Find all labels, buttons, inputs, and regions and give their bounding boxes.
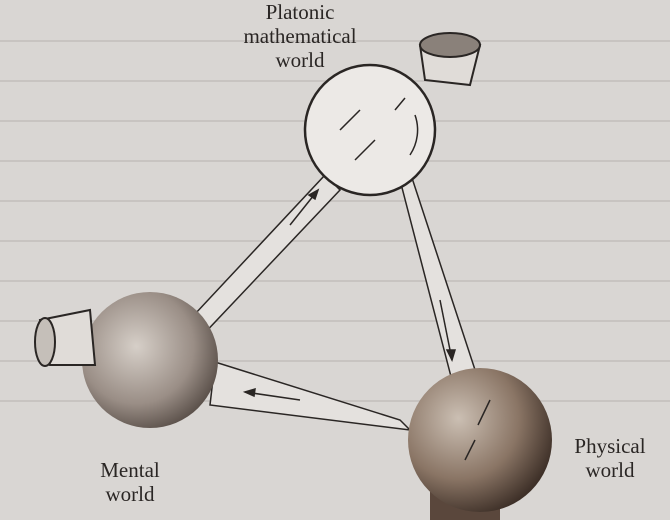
mental-world-sphere (34, 292, 218, 428)
cone-platonic-to-physical (399, 177, 481, 393)
label-line: world (585, 458, 635, 482)
label-line: mathematical (243, 24, 357, 48)
label-mental-world: Mental world (80, 458, 180, 506)
arrows (242, 188, 457, 401)
platonic-world-sphere (303, 32, 482, 197)
label-physical-world: Physical world (560, 434, 660, 482)
label-line: world (275, 48, 325, 72)
label-line: Mental (100, 458, 160, 482)
cone-mental-to-platonic (178, 173, 342, 341)
cone-physical-to-mental (209, 361, 413, 432)
label-line: Platonic (265, 0, 335, 24)
label-platonic-world: Platonic mathematical world (230, 0, 370, 72)
physical-world-sphere (408, 368, 552, 520)
label-line: Physical (574, 434, 646, 458)
label-line: world (105, 482, 155, 506)
